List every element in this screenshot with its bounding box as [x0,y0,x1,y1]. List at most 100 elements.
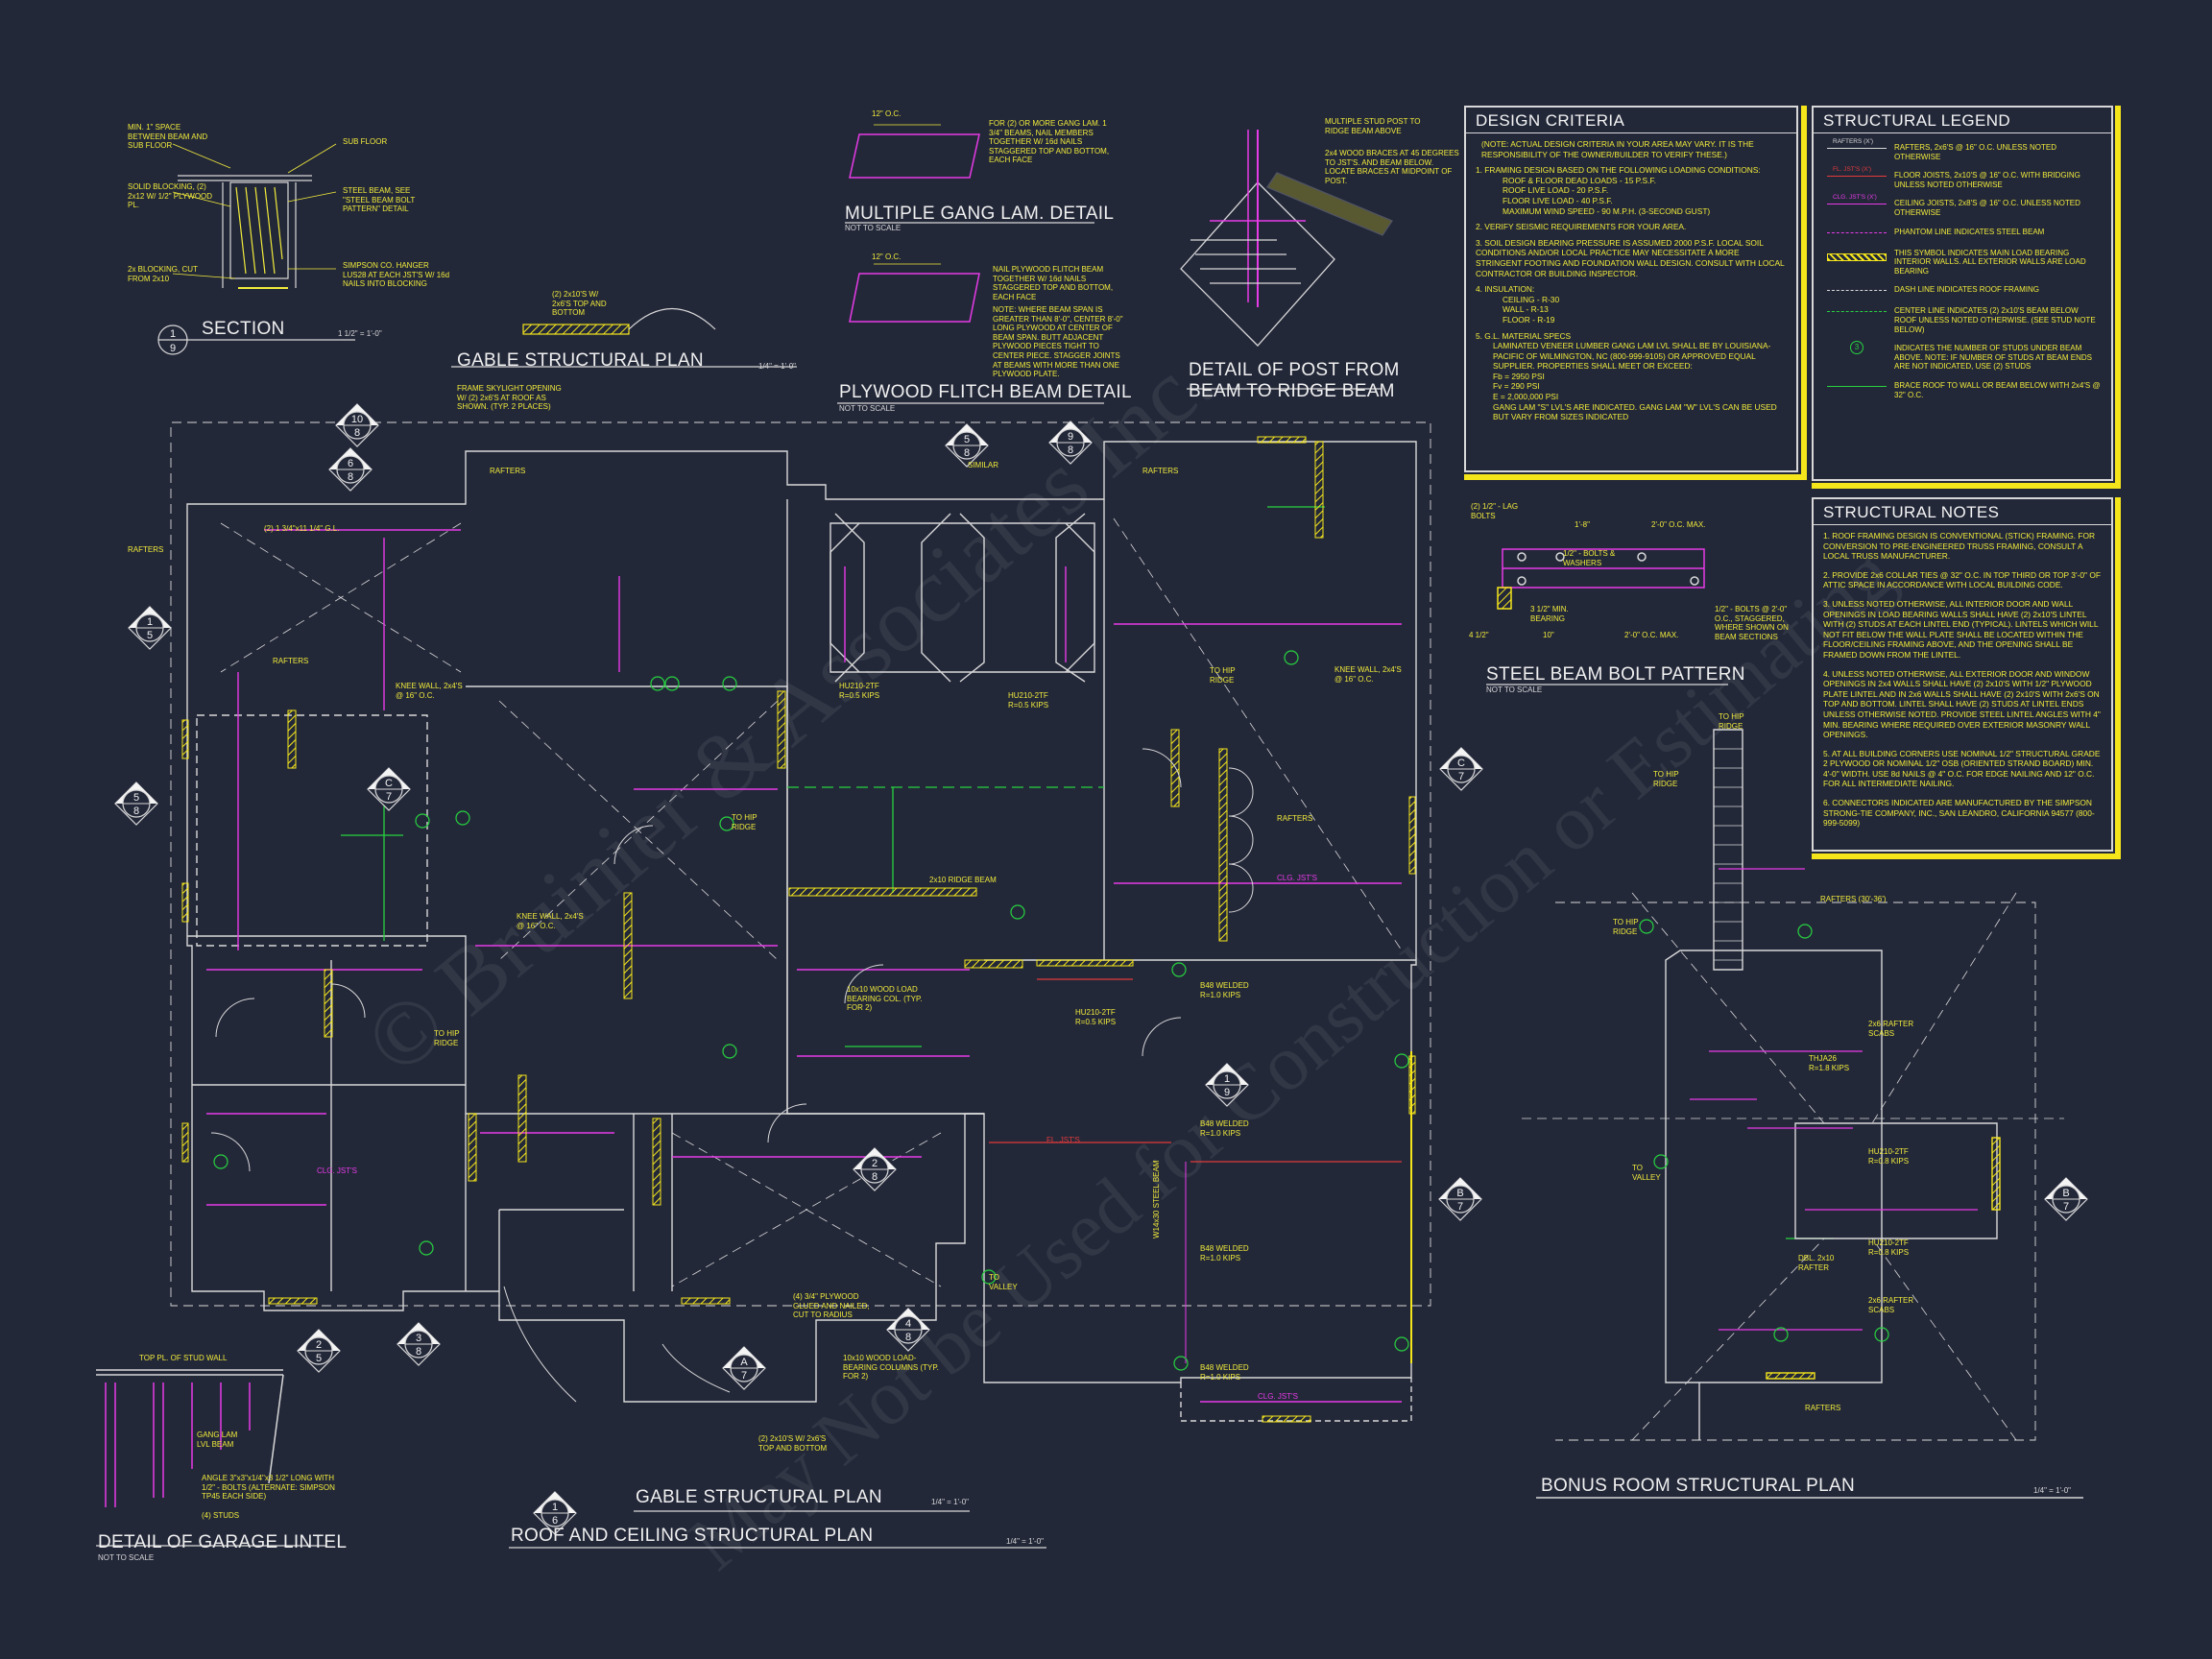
plan-to-hip-2: TO HIP RIDGE [434,1029,460,1047]
legend-symbol-label: RAFTERS (X') [1831,138,1876,145]
legend-row: CLG. JST'S (X')CEILING JOISTS, 2x8'S @ 1… [1823,194,2102,217]
legend-symbol [1823,249,1894,261]
door-swings [210,748,1254,1403]
section-marker-top: C [385,778,393,789]
section-marker-bottom: 7 [1458,771,1464,782]
dc-item5: 5. G.L. MATERIAL SPECS [1476,330,1572,341]
structural-note-item: 2. PROVIDE 2x6 COLLAR TIES @ 32" O.C. IN… [1823,569,2101,590]
plan-skylight-note: FRAME SKYLIGHT OPENING W/ (2) 2x6'S AT R… [457,384,562,412]
plan-clg-2: CLG. JST'S [1277,874,1317,882]
bolt-dim-3: 10" [1543,631,1554,639]
gable-top-detail [451,308,797,368]
design-criteria-header: DESIGN CRITERIA [1466,108,1796,133]
plan-load-col: 10x10 WOOD LOAD BEARING COL. (TYP. FOR 2… [847,985,923,1013]
gang-lam-sub: NOT TO SCALE [845,224,902,232]
legend-text: DASH LINE INDICATES ROOF FRAMING [1894,285,2039,295]
plan-steel-beam: W14x30 STEEL BEAM [1152,1160,1161,1238]
bonus-to-hip-3: TO HIP RIDGE [1613,918,1639,936]
structural-note-item: 3. UNLESS NOTED OTHERWISE, ALL INTERIOR … [1823,598,2099,660]
bolt-note-staggered: 1/2" - BOLTS @ 2'-0" O.C., STAGGERED, WH… [1715,605,1789,641]
bonus-room-title: BONUS ROOM STRUCTURAL PLAN [1541,1476,1855,1496]
section-marker: 25 [297,1329,341,1373]
stud-count-marker [1653,1154,1669,1169]
flitch-detail [837,263,1104,404]
gang-lam-detail [845,124,1094,224]
section-marker-bottom: 8 [964,447,970,459]
bonus-to-valley: TO VALLEY [1632,1164,1661,1182]
legend-text: FLOOR JOISTS, 2x10'S @ 16" O.C. WITH BRI… [1894,171,2080,189]
section-marker: 28 [853,1147,897,1191]
bolt-note-washers: 1/2" - BOLTS & WASHERS [1563,549,1616,567]
plan-to-hip-3: TO HIP RIDGE [732,813,757,831]
bolt-pattern-detail [1486,548,1728,685]
legend-text: PHANTOM LINE INDICATES STEEL BEAM [1894,227,2045,236]
legend-symbol [1823,306,1894,318]
flitch-title: PLYWOOD FLITCH BEAM DETAIL [839,382,1132,402]
section-marker: 19 [1205,1063,1249,1107]
dc-item5a: LAMINATED VENEER LUMBER GANG LAM LVL SHA… [1493,341,1771,372]
bolt-note-lag: (2) 1/2" - LAG BOLTS [1471,502,1519,520]
bonus-hu-1: HU210-2TF R=0.8 KIPS [1868,1147,1910,1166]
dc-item5c: Fv = 290 PSI [1493,381,1540,392]
legend-row: BRACE ROOF TO WALL OR BEAM BELOW WITH 2x… [1823,381,2102,399]
bonus-room-scale: 1/4" = 1'-0" [2033,1486,2072,1495]
section-marker-top: C [1457,757,1465,769]
plan-hu-3: HU210-2TF R=0.5 KIPS [1075,1008,1117,1026]
post-title-2: BEAM TO RIDGE BEAM [1189,381,1395,401]
section-marker-bottom: 8 [354,427,360,439]
stud-count-marker [1010,904,1025,920]
section-marker-top: 5 [133,792,139,804]
legend-text: THIS SYMBOL INDICATES MAIN LOAD BEARING … [1894,248,2086,276]
garage-note-studs: (4) STUDS [202,1511,240,1520]
legend-text: RAFTERS, 2x6'S @ 16" O.C. UNLESS NOTED O… [1894,143,2056,161]
legend-symbol [1823,285,1894,297]
dc-item1c: FLOOR LIVE LOAD - 40 P.S.F. [1503,195,1613,205]
structural-note-item: 6. CONNECTORS INDICATED ARE MANUFACTURED… [1823,798,2095,829]
plan-ridge-beam: 2x10 RIDGE BEAM [929,876,997,884]
section-marker-top: 10 [351,414,363,425]
dc-item1a: ROOF & FLOOR DEAD LOADS - 15 P.S.F. [1503,175,1656,185]
bonus-thj: THJA26 R=1.8 KIPS [1809,1054,1850,1072]
bonus-dbl: DBL. 2x10 RAFTER [1798,1254,1835,1272]
design-criteria-frame [1464,106,1807,480]
legend-row: RAFTERS (X') RAFTERS, 2x6'S @ 16" O.C. UN… [1823,138,2102,161]
section-marker-bottom: 8 [905,1332,911,1343]
legend-symbol: RAFTERS (X') [1823,138,1894,155]
section-marker-bottom: 5 [316,1353,322,1364]
stud-count-marker [1394,1053,1409,1069]
section-marker-bottom: 5 [147,630,153,641]
plan-clg-1: CLG. JST'S [317,1166,357,1175]
section-marker-bottom: 7 [741,1370,747,1382]
section-marker: B7 [1438,1177,1482,1221]
section-marker-top: 1 [147,616,153,628]
plan-knee-wall-1: KNEE WALL, 2x4'S @ 16" O.C. [396,682,463,700]
section-note-subfloor: SUB FLOOR [343,137,388,146]
legend-symbol: CLG. JST'S (X') [1823,194,1894,210]
section-marker: 38 [397,1322,441,1366]
gang-lam-dim: 12" O.C. [872,109,902,118]
post-detail [1180,130,1393,390]
stud-count-marker [722,1044,737,1059]
structural-notes-frame [1812,497,2121,859]
legend-text: CENTER LINE INDICATES (2) 2x10'S BEAM BE… [1894,306,2096,334]
garage-lintel-sub: NOT TO SCALE [98,1553,155,1562]
plan-hu-1: HU210-2TF R=0.5 KIPS [839,682,880,700]
section-detail-top: 1 [170,328,176,340]
flitch-note: NAIL PLYWOOD FLITCH BEAM TOGETHER W/ 16d… [993,265,1114,301]
post-title-1: DETAIL OF POST FROM [1189,360,1400,380]
section-marker-top: 2 [316,1339,322,1351]
plan-fl-1: FL. JST'S [1046,1136,1080,1144]
section-marker-top: 5 [964,434,970,445]
section-note-blocking: SOLID BLOCKING, (2) 2x12 W/ 1/2" PLYWOOD… [128,182,213,210]
dc-item2: 2. VERIFY SEISMIC REQUIREMENTS FOR YOUR … [1476,222,1687,232]
bonus-rafters: RAFTERS (30'-36') [1820,895,1887,903]
plan-g1-note: (2) 1 3/4"x11 1/4" G.L. [264,524,340,533]
gable-bottom-scale: 1/4" = 1'-0" [931,1498,970,1506]
section-marker-top: A [740,1357,748,1368]
plan-gable-note: (2) 2x10'S W/ 2x6'S TOP AND BOTTOM [758,1434,828,1453]
stud-count-marker [1171,962,1187,977]
dc-item4c: FLOOR - R-19 [1503,314,1555,325]
stud-count-marker [419,1240,434,1256]
section-marker-top: B [1456,1188,1463,1199]
